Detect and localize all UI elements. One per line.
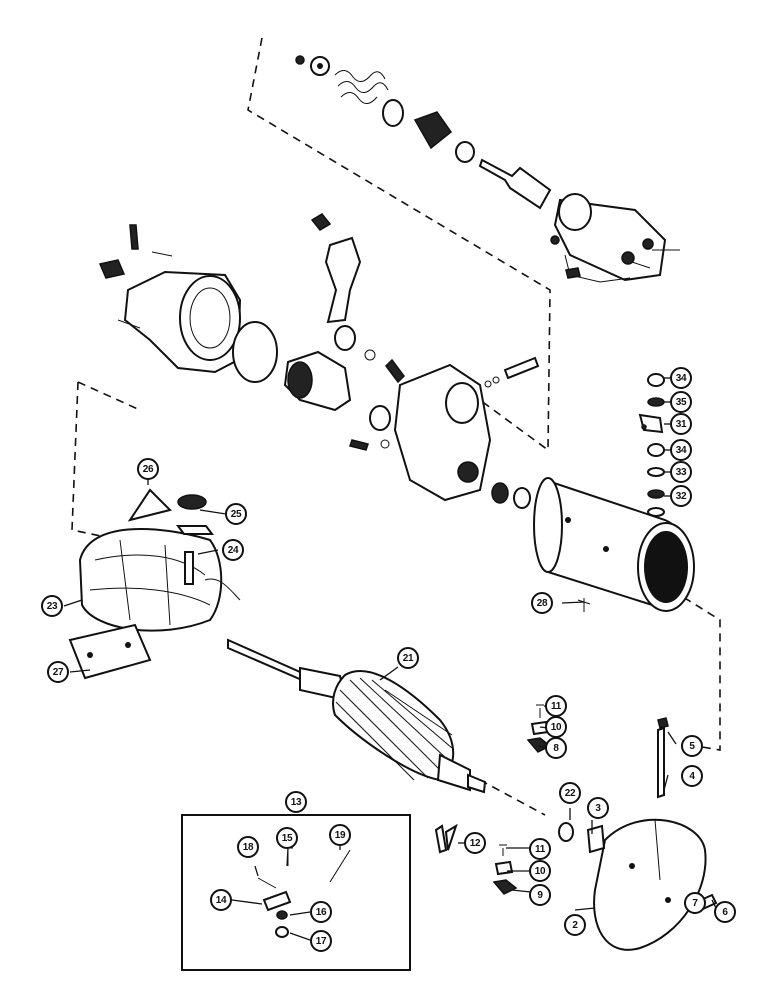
callout-22: 22	[559, 782, 581, 804]
callout-33: 33	[670, 461, 692, 483]
callout-21: 21	[397, 647, 419, 669]
drive-end-housing	[98, 224, 278, 383]
terminal-stud-and-insulators	[127, 488, 214, 535]
brush-holder-inset-parts	[257, 847, 351, 938]
brush-holder-inset-box	[181, 814, 411, 971]
callout-7: 7	[684, 892, 706, 914]
callout-6: 6	[714, 901, 736, 923]
callout-25: 25	[225, 503, 247, 525]
callout-32: 32	[670, 485, 692, 507]
callout-11-lower: 11	[529, 838, 551, 860]
callout-23: 23	[41, 595, 63, 617]
callout-16: 16	[310, 901, 332, 923]
callout-10-upper: 10	[545, 716, 567, 738]
callout-4: 4	[681, 765, 703, 787]
callout-27: 27	[47, 661, 69, 683]
callout-9: 9	[529, 884, 551, 906]
solenoid-spring-assembly	[295, 55, 552, 210]
callout-34-lower: 34	[670, 439, 692, 461]
callout-2: 2	[564, 914, 586, 936]
commutator-end-plate	[558, 717, 707, 951]
shift-lever-and-pinion	[283, 213, 405, 431]
callout-31: 31	[670, 413, 692, 435]
field-coils	[78, 528, 241, 632]
callout-8: 8	[545, 737, 567, 759]
callout-3: 3	[587, 797, 609, 819]
callout-14: 14	[210, 889, 232, 911]
callout-10-lower: 10	[529, 860, 551, 882]
terminal-nut-stack	[638, 373, 665, 517]
intermediate-housing	[349, 356, 540, 509]
solenoid-switch	[550, 193, 680, 283]
callout-12: 12	[464, 832, 486, 854]
callout-19: 19	[329, 824, 351, 846]
callout-17: 17	[310, 930, 332, 952]
callout-24: 24	[222, 539, 244, 561]
callout-11-upper: 11	[545, 695, 567, 717]
callout-34-upper: 34	[670, 367, 692, 389]
field-frame	[533, 477, 695, 612]
armature-axis-line	[479, 779, 546, 816]
callout-35: 35	[670, 391, 692, 413]
armature	[227, 638, 487, 794]
callout-28: 28	[531, 592, 553, 614]
upper-assembly-boundary	[247, 37, 551, 452]
brush-cover-plate	[68, 623, 152, 680]
callout-5: 5	[681, 735, 703, 757]
callout-13: 13	[285, 791, 307, 813]
callout-26: 26	[137, 458, 159, 480]
callout-18: 18	[237, 836, 259, 858]
callout-15: 15	[276, 827, 298, 849]
lower-assembly-boundary	[71, 381, 721, 751]
